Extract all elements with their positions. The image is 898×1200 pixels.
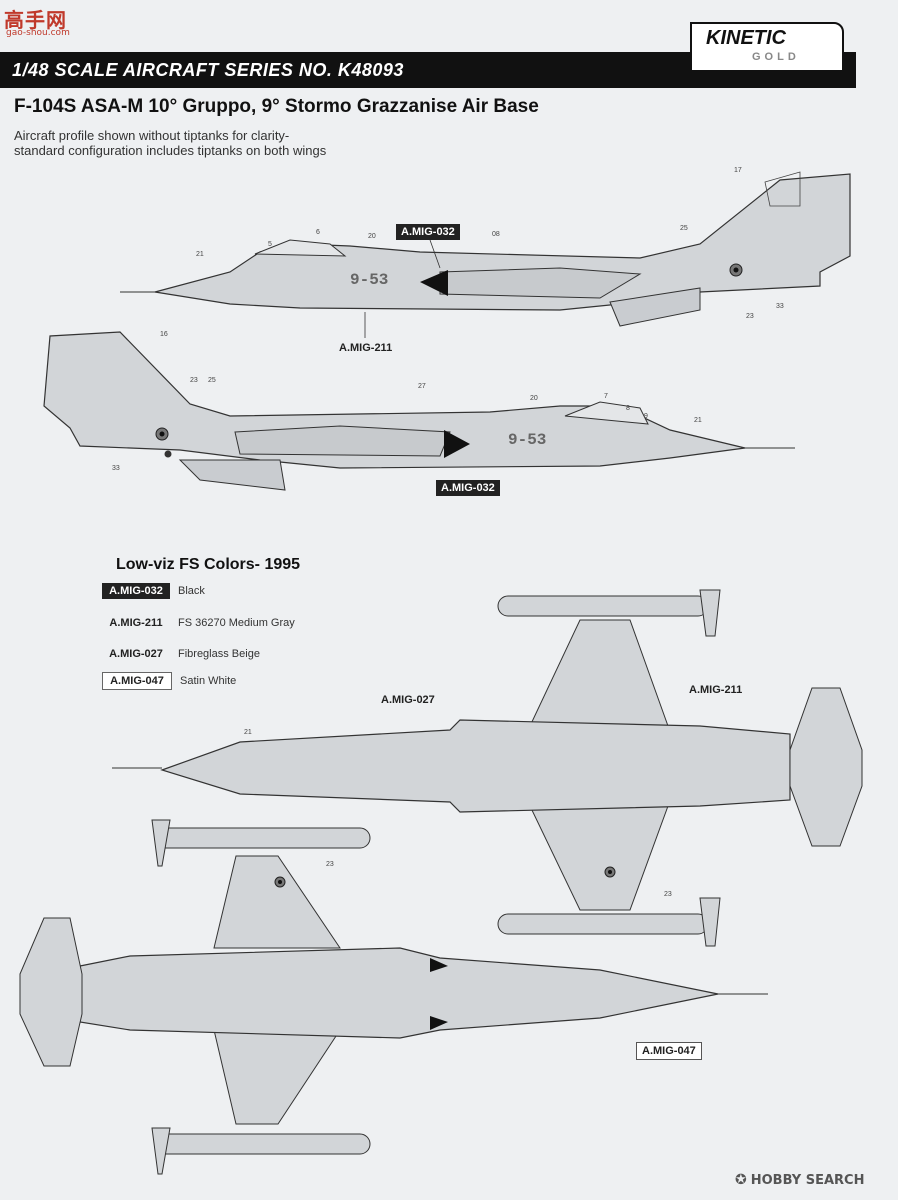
brand-logo-top: KINETIC — [706, 27, 786, 49]
note-line-1: Aircraft profile shown without tiptanks … — [14, 128, 290, 143]
top-profile-part-number: 20 — [368, 233, 376, 240]
brand-logo: KINETIC GOLD — [690, 22, 844, 72]
legend-code: A.MIG-027 — [109, 648, 163, 660]
bottom-profile-part-number: 33 — [112, 465, 120, 472]
top-profile-part-number: 33 — [776, 303, 784, 310]
note-line-2: standard configuration includes tiptanks… — [14, 143, 327, 158]
legend-row-black: A.MIG-032 Black — [102, 582, 205, 600]
legend-color-name: Satin White — [180, 675, 237, 687]
top-view-part-number: 23 — [664, 891, 672, 898]
bottom-profile-part-number: 21 — [694, 417, 702, 424]
bottom-plan-view: 23 — [19, 819, 768, 1175]
top-view-callout-gray: A.MIG-211 — [689, 684, 743, 696]
brand-logo-bottom: GOLD — [752, 51, 800, 63]
legend-row-beige: A.MIG-027 Fibreglass Beige — [102, 645, 260, 663]
top-profile-callout-gray: A.MIG-211 — [339, 342, 393, 354]
bottom-profile-callout-black: A.MIG-032 — [436, 480, 500, 496]
series-title: 1/48 SCALE AIRCRAFT SERIES NO. K48093 — [12, 60, 404, 80]
top-profile-part-number: 23 — [746, 313, 754, 320]
bottom-profile-part-number: 8 — [626, 405, 630, 412]
top-profile-callout-black: A.MIG-032 — [396, 224, 460, 240]
star-icon: ✪ — [735, 1172, 747, 1188]
bottom-view-part-number: 23 — [326, 861, 334, 868]
bottom-profile-part-number: 9 — [644, 413, 648, 420]
bottom-profile-part-number: 25 — [208, 377, 216, 384]
legend-color-name: Fibreglass Beige — [178, 648, 260, 660]
bottom-profile-part-number: 16 — [160, 331, 168, 338]
top-view-callout-beige: A.MIG-027 — [381, 694, 435, 706]
top-profile-part-number: 6 — [316, 229, 320, 236]
legend-code: A.MIG-211 — [109, 617, 163, 629]
top-profile-part-number: 21 — [196, 251, 204, 258]
bottom-view-callout-white: A.MIG-047 — [636, 1042, 702, 1060]
top-profile-part-number: 08 — [492, 231, 500, 238]
side-profile-left-facing: 9-53 21 5 6 20 08 17 25 23 33 — [120, 167, 851, 327]
legend-row-white: A.MIG-047 Satin White — [102, 672, 236, 690]
legend-row-gray: A.MIG-211 FS 36270 Medium Gray — [102, 614, 295, 632]
colors-legend-title: Low-viz FS Colors- 1995 — [116, 556, 301, 573]
top-profile-part-number: 5 — [268, 241, 272, 248]
bottom-profile-part-number: 7 — [604, 393, 608, 400]
watermark-sub-text: gao-shou.com — [6, 28, 70, 38]
bottom-profile-code: 9-53 — [508, 431, 546, 449]
site-watermark-logo: 高手网 gao-shou.com — [4, 4, 74, 38]
legend-code: A.MIG-047 — [102, 672, 172, 690]
footer-watermark-text: HOBBY SEARCH — [750, 1172, 865, 1188]
legend-color-name: FS 36270 Medium Gray — [178, 617, 295, 629]
bottom-profile-part-number: 27 — [418, 383, 426, 390]
side-profile-right-facing: 9-53 16 23 25 27 20 7 8 9 21 33 — [43, 331, 795, 491]
top-view-part-number: 21 — [244, 729, 252, 736]
legend-code: A.MIG-032 — [102, 583, 170, 599]
legend-color-name: Black — [178, 585, 205, 597]
bottom-profile-part-number: 23 — [190, 377, 198, 384]
top-profile-part-number: 17 — [734, 167, 742, 174]
top-profile-code: 9-53 — [350, 271, 388, 289]
page-title: F-104S ASA-M 10° Gruppo, 9° Stormo Grazz… — [14, 96, 539, 117]
footer-watermark: ✪ HOBBY SEARCH — [735, 1172, 864, 1188]
top-plan-view: 21 23 — [112, 589, 863, 947]
top-profile-part-number: 25 — [680, 225, 688, 232]
watermark-main-text: 高手网 — [4, 8, 67, 32]
bottom-profile-part-number: 20 — [530, 395, 538, 402]
